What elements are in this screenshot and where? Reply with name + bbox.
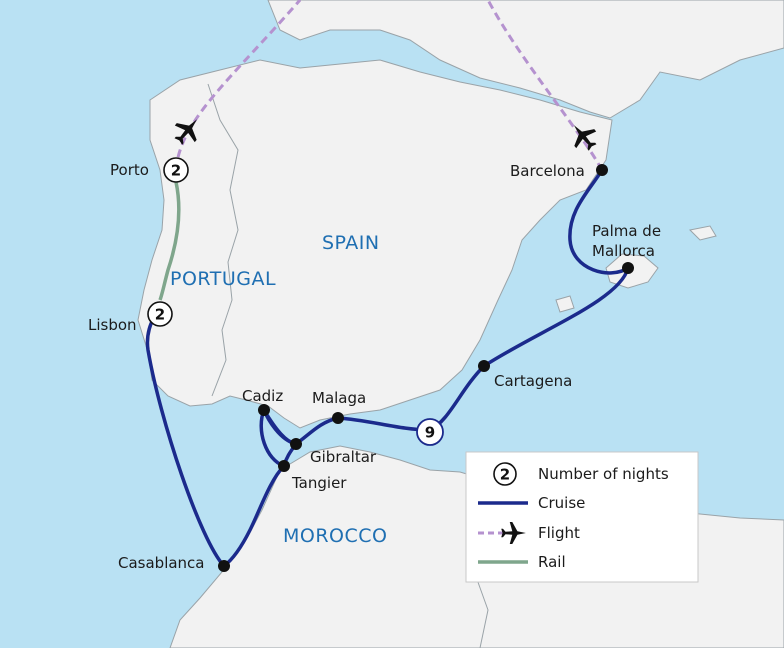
stop-gibraltar — [290, 438, 302, 450]
flight-route-barcelona — [486, 0, 604, 171]
rail-route — [158, 181, 181, 301]
stop-cartagena — [478, 360, 490, 372]
border-portugal-spain — [207, 83, 239, 397]
place-label-porto: Porto — [110, 161, 149, 179]
nights-badge-cruise: 9 — [416, 418, 444, 446]
country-label-morocco: MOROCCO — [283, 525, 388, 547]
plane-icon — [174, 119, 197, 145]
stop-cadiz — [258, 404, 270, 416]
flight-route-porto — [174, 0, 302, 171]
nights-badge-lisbon: 2 — [147, 301, 173, 327]
svg-text:Flight: Flight — [538, 524, 580, 542]
place-label-cartagena: Cartagena — [494, 372, 572, 390]
svg-text:2: 2 — [155, 306, 165, 324]
country-label-spain: SPAIN — [322, 232, 380, 254]
place-label-barcelona: Barcelona — [510, 162, 585, 180]
legend-item-nights: 2 Number of nights — [493, 462, 669, 486]
svg-text:9: 9 — [425, 424, 435, 442]
stop-casablanca — [218, 560, 230, 572]
place-label-palma-line-1: Palma de — [592, 222, 661, 240]
plane-icon — [501, 521, 526, 545]
legend-item-flight: Flight — [478, 521, 580, 545]
place-label-cadiz: Cadiz — [242, 387, 283, 405]
country-label-portugal: PORTUGAL — [170, 268, 276, 290]
svg-text:Cruise: Cruise — [538, 494, 585, 512]
svg-text:2: 2 — [500, 466, 510, 484]
place-label-malaga: Malaga — [312, 389, 366, 407]
land-ibiza — [555, 295, 575, 313]
stop-barcelona — [596, 164, 608, 176]
svg-text:Number of nights: Number of nights — [538, 465, 669, 483]
legend-item-rail: Rail — [478, 553, 566, 571]
place-label-gibraltar: Gibraltar — [310, 448, 377, 466]
plane-icon — [574, 125, 597, 151]
svg-text:2: 2 — [171, 162, 181, 180]
legend: 2 Number of nights Cruise Flight Rail — [465, 451, 699, 583]
place-label-lisbon: Lisbon — [88, 316, 137, 334]
stop-malaga — [332, 412, 344, 424]
nights-badge-porto: 2 — [163, 157, 189, 183]
legend-item-cruise: Cruise — [478, 494, 585, 512]
stop-tangier — [278, 460, 290, 472]
place-label-casablanca: Casablanca — [118, 554, 205, 572]
land-menorca — [688, 225, 717, 241]
svg-text:Rail: Rail — [538, 553, 566, 571]
land-iberia — [137, 59, 613, 429]
stop-palma — [622, 262, 634, 274]
place-label-palma-line-2: Mallorca — [592, 242, 655, 260]
place-label-tangier: Tangier — [291, 474, 347, 492]
